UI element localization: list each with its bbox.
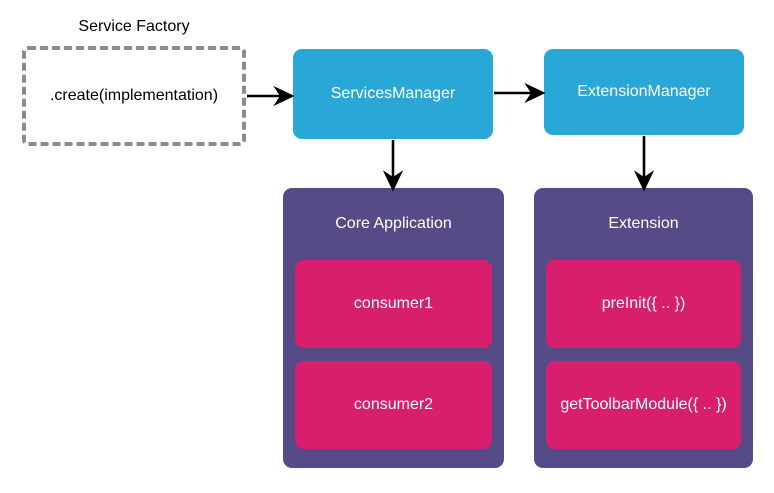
- service-factory-box: .create(implementation): [22, 46, 246, 146]
- panel-core-application-title: Core Application: [335, 215, 452, 232]
- item-get-toolbar-module[interactable]: getToolbarModule({ .. }): [546, 361, 741, 449]
- panel-core-application: Core Application consumer1 consumer2: [283, 188, 504, 468]
- item-consumer2[interactable]: consumer2: [295, 361, 492, 449]
- node-services-manager[interactable]: ServicesManager: [293, 49, 493, 139]
- node-extension-manager[interactable]: ExtensionManager: [544, 49, 744, 135]
- panel-extension: Extension preInit({ .. }) getToolbarModu…: [534, 188, 753, 468]
- service-factory-title: Service Factory: [78, 18, 190, 35]
- item-pre-init[interactable]: preInit({ .. }): [546, 260, 741, 348]
- item-consumer1[interactable]: consumer1: [295, 260, 492, 348]
- panel-extension-title: Extension: [608, 215, 679, 232]
- service-factory-method-label: .create(implementation): [49, 87, 219, 104]
